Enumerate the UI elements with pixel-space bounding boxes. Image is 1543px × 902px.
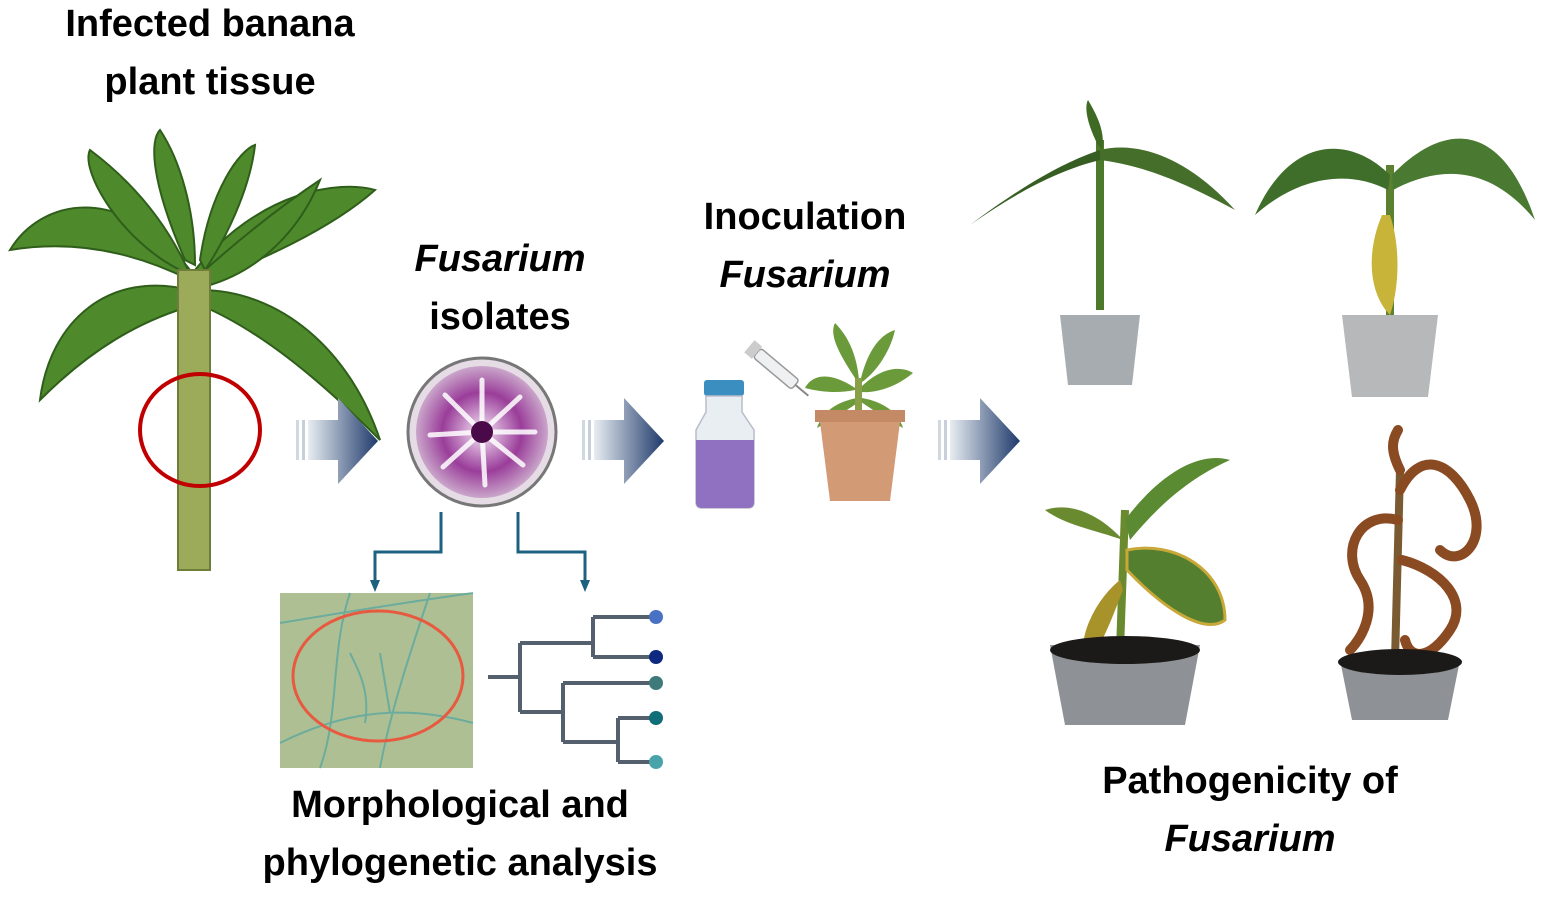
label-line: phylogenetic analysis — [262, 842, 658, 884]
flow-arrow-icon — [296, 398, 378, 484]
plant-photo-healthy — [970, 100, 1235, 385]
label-line: Fusarium — [414, 238, 586, 280]
plant-photo-severe-wilting — [1338, 425, 1482, 720]
pathogenicity-label: Pathogenicity of Fusarium — [1050, 752, 1450, 868]
infected-tissue-label: Infected banana plant tissue — [20, 0, 400, 111]
label-line: Pathogenicity of — [1102, 760, 1398, 802]
inoculum-bottle-icon — [695, 380, 755, 509]
label-line: Morphological and — [291, 784, 629, 826]
syringe-icon — [744, 340, 809, 397]
analysis-label: Morphological and phylogenetic analysis — [220, 776, 700, 892]
label-line: Fusarium — [719, 254, 891, 296]
label-line: Fusarium — [1164, 818, 1336, 860]
phylogenetic-tree-icon — [488, 610, 663, 769]
infection-site-circle-icon — [138, 372, 262, 488]
plant-photo-moderate-wilting — [1045, 458, 1230, 725]
connector-arrows — [370, 512, 590, 592]
potted-plant-icon — [805, 323, 913, 501]
banana-plant-icon — [8, 128, 381, 571]
flow-arrow-icon — [582, 398, 664, 484]
inoculation-label: Inoculation Fusarium — [660, 188, 950, 304]
microscopy-image-icon — [279, 592, 474, 769]
plant-photo-mild-yellowing — [1255, 138, 1535, 397]
fusarium-culture-dish-icon — [406, 356, 558, 508]
isolates-label: Fusarium isolates — [380, 230, 620, 346]
flow-arrow-icon — [938, 398, 1020, 484]
label-line: Inoculation — [703, 196, 907, 238]
label-line: plant tissue — [104, 61, 316, 103]
label-line: isolates — [429, 296, 571, 338]
label-line: Infected banana — [65, 3, 355, 45]
